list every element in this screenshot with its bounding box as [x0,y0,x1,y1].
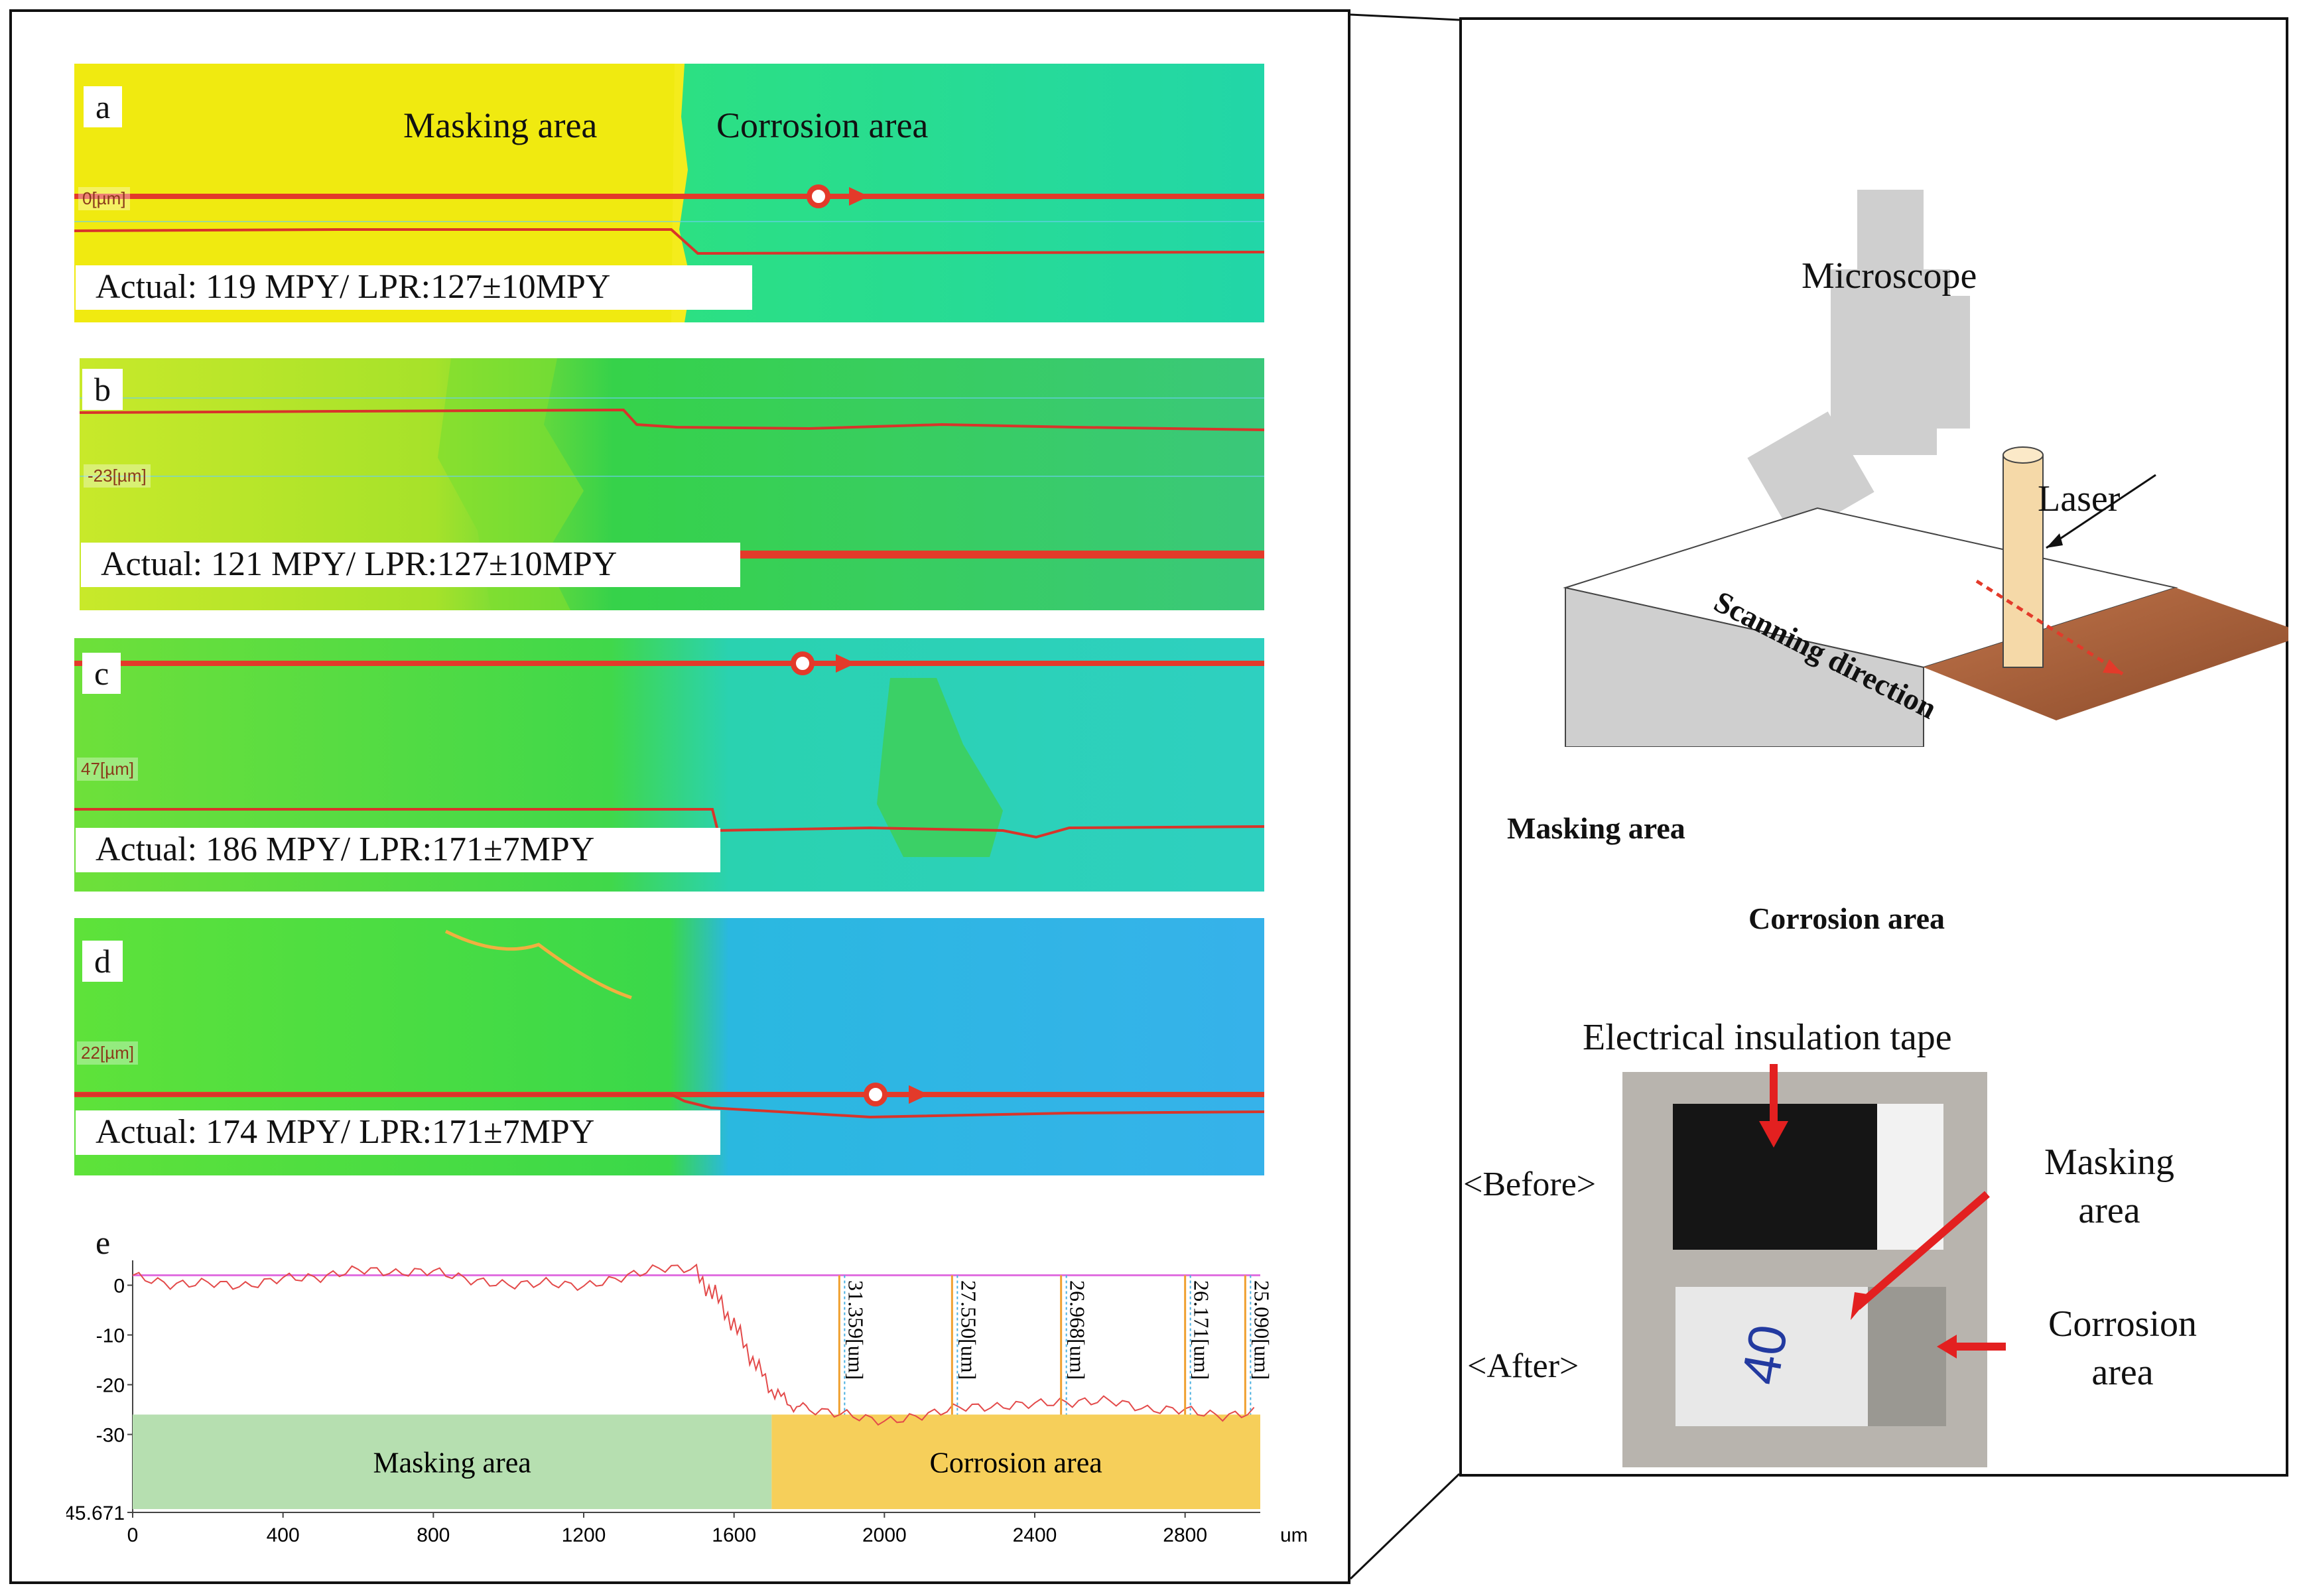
panel-c-label: c [82,653,121,694]
y-tick-label: 0 [113,1275,125,1297]
measurement-label: 26.968[um] [1066,1280,1090,1380]
microscope-schematic [1563,190,2288,747]
tape-region [1673,1104,1877,1250]
right-panel-frame [1459,17,2288,1477]
left-panel-frame [9,9,1350,1584]
corrosion-band-label: Corrosion area [930,1447,1102,1479]
panel-b-scale-tag: -23[µm] [84,464,151,488]
y-tick-label: -45.671 [66,1502,125,1524]
masking-band-label: Masking area [373,1447,531,1479]
panel-d-label: d [82,941,123,982]
measurement-label: 26.171[um] [1190,1280,1214,1380]
laser-beam [2002,454,2044,668]
x-tick-label: 0 [127,1524,139,1546]
corrosion-block-top [1924,588,2288,720]
measurement-label: 25.090[um] [1250,1280,1274,1380]
tape-label: Electrical insulation tape [1583,1017,1952,1058]
panel-d-caption: Actual: 174 MPY/ LPR:171±7MPY [76,1110,720,1155]
panel-e-label: e [84,1222,123,1263]
profile-chart: Masking area Corrosion area 31.359[um] 27.5… [66,1260,1308,1546]
panel-a-scale-tag: 0[µm] [78,187,130,210]
microscope-label: Microscope [1802,255,1977,297]
panel-d-scale-tag: 22[µm] [77,1041,139,1065]
panel-b-label: b [82,369,123,410]
panel-a-caption: Actual: 119 MPY/ LPR:127±10MPY [76,265,752,310]
photo-corrosion-label: Corrosion area [2048,1303,2197,1393]
y-tick-label: -20 [96,1374,125,1396]
x-tick-label: 400 [267,1524,300,1546]
measurement-label: 31.359[um] [844,1280,868,1380]
x-unit-label: um [1280,1524,1308,1546]
x-tick-label: 2800 [1163,1524,1207,1546]
panel-c-scale-tag: 47[µm] [77,758,139,781]
masking-band [133,1414,772,1509]
after-label: <After> [1467,1347,1579,1385]
schematic-corrosion-label: Corrosion area [1748,901,1945,935]
panel-c-caption: Actual: 186 MPY/ LPR:171±7MPY [76,828,720,872]
panel-a-label: a [84,86,123,127]
y-tick-label: -30 [96,1424,125,1446]
laser-label: Laser [2038,478,2121,519]
after-masked-region [1675,1287,1868,1426]
after-corroded-region [1868,1287,1946,1426]
x-tick-label: 2400 [1013,1524,1057,1546]
photo-masking-label: Masking area [2044,1142,2174,1231]
schematic-masking-label: Masking area [1507,811,1685,845]
x-tick-label: 2000 [862,1524,907,1546]
y-tick-label: -10 [96,1325,125,1347]
x-tick-label: 1200 [562,1524,606,1546]
measurement-label: 27.550[um] [956,1280,980,1380]
panel-b-caption: Actual: 121 MPY/ LPR:127±10MPY [81,543,740,587]
before-white-region [1877,1104,1943,1250]
x-tick-label: 800 [417,1524,450,1546]
profile-line [132,1263,1255,1426]
sample-mark: 40 [1730,1320,1799,1389]
x-tick-label: 1600 [712,1524,756,1546]
microscope-icon [1747,190,1970,539]
panel-a-corrosion-text: Corrosion area [716,105,929,145]
sample-photo: 40 [1622,1072,1987,1467]
before-label: <Before> [1463,1165,1597,1203]
corrosion-band [771,1414,1260,1509]
panel-a-masking-text: Masking area [403,105,598,145]
masking-block-front [1565,586,1924,747]
